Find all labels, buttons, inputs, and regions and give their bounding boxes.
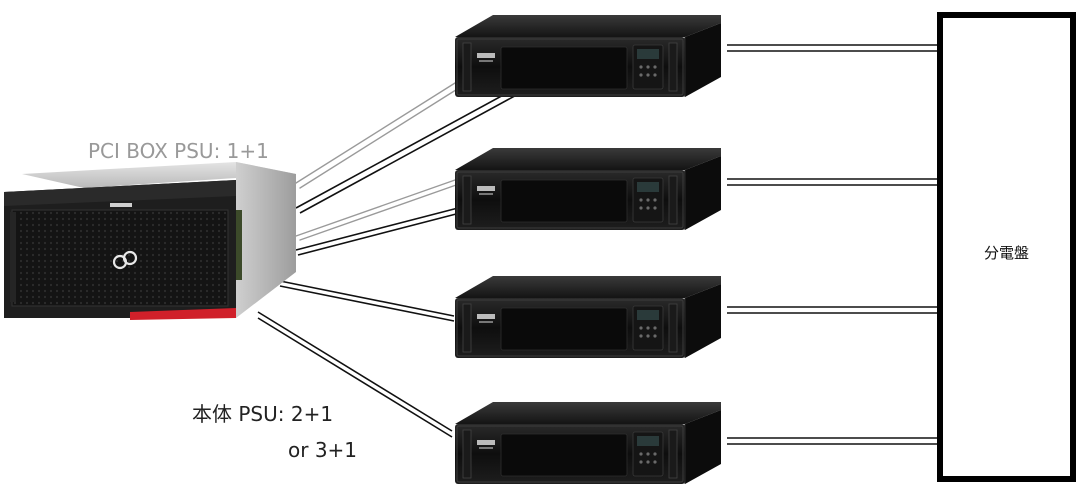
distribution-panel-label: 分電盤 [983, 244, 1029, 262]
distribution-panel: 分電盤 [937, 12, 1076, 482]
pci-box-psu-label: PCI BOX PSU: 1+1 [88, 139, 269, 163]
ups-unit [454, 147, 722, 231]
fujitsu-logo-icon [112, 250, 138, 270]
ups-unit [454, 14, 722, 98]
body-psu-cables [257, 86, 523, 438]
ups-to-panel-cables [727, 44, 937, 445]
server-brand-mark [110, 203, 132, 207]
body-psu-label: 本体 PSU: 2+1 [192, 402, 334, 426]
body-psu-label-line2: or 3+1 [288, 438, 358, 462]
server-unit [4, 162, 296, 320]
ups-unit [454, 401, 722, 485]
ups-unit [454, 275, 722, 359]
pci-box-cables [295, 82, 460, 241]
